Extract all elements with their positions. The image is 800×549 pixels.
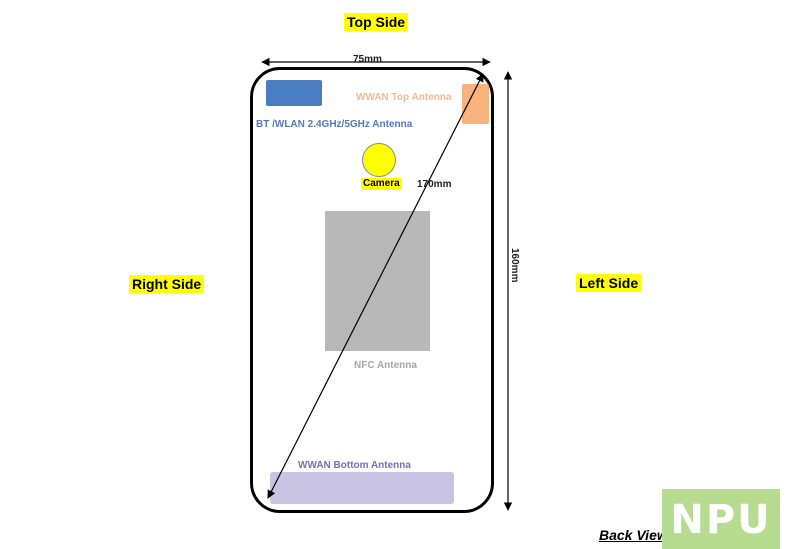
height-dimension-label: 160mm <box>509 248 520 283</box>
bt-wlan-antenna-label: BT /WLAN 2.4GHz/5GHz Antenna <box>256 119 413 130</box>
diagonal-dimension-label: 170mm <box>417 179 452 190</box>
top-side-label: Top Side <box>344 13 409 31</box>
nfc-antenna-label: NFC Antenna <box>354 360 417 371</box>
wwan-top-antenna-label: WWAN Top Antenna <box>356 92 452 103</box>
left-side-label: Left Side <box>576 274 642 292</box>
npu-logo: NPU <box>662 489 780 549</box>
back-view-label: Back View <box>599 527 668 543</box>
wwan-bottom-antenna-label: WWAN Bottom Antenna <box>298 460 411 471</box>
camera-label: Camera <box>361 178 402 190</box>
npu-logo-text: NPU <box>670 497 772 543</box>
diagonal-dimension-line <box>267 73 484 499</box>
right-side-label: Right Side <box>129 275 205 293</box>
width-dimension-label: 75mm <box>353 54 382 65</box>
phone-outline <box>250 67 494 513</box>
